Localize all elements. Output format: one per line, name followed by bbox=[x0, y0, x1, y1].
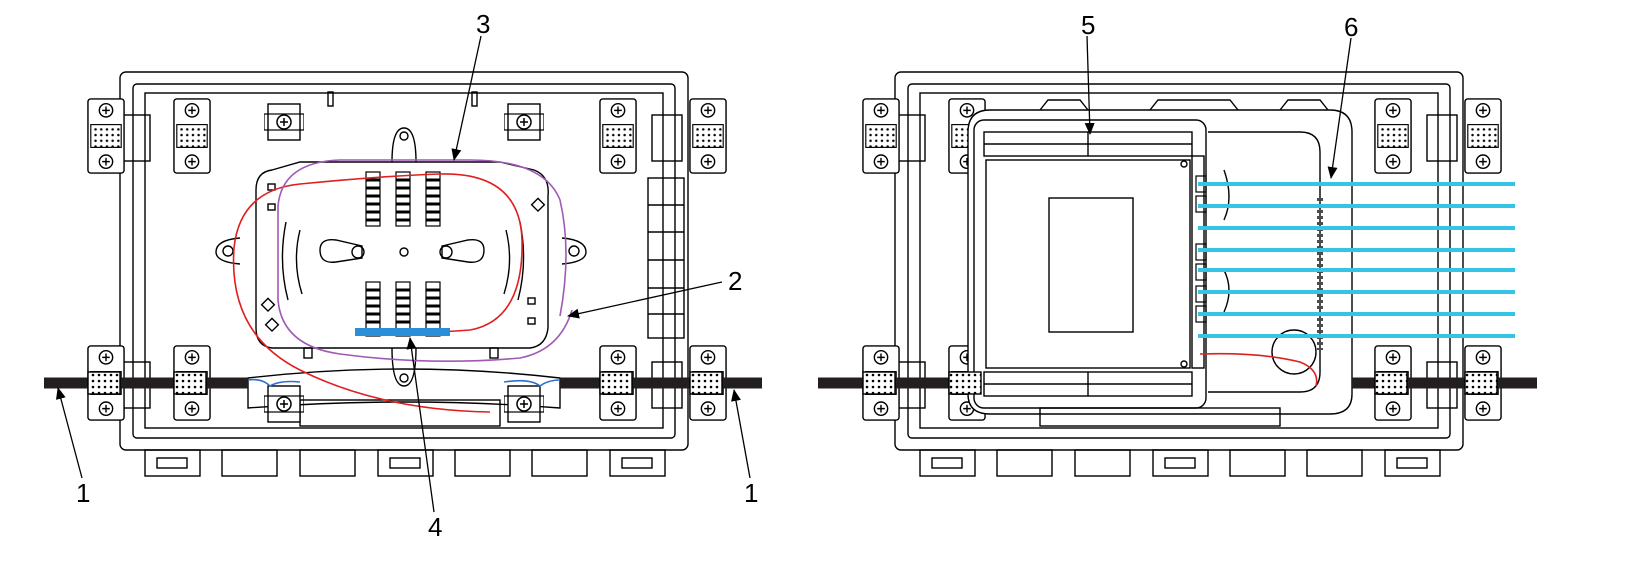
right-bottom-tabs bbox=[919, 449, 1441, 477]
left-fibers bbox=[232, 159, 573, 413]
adapter-fiber-lines bbox=[1198, 182, 1515, 338]
splice-sleeve bbox=[355, 328, 450, 336]
callout-2: 2 bbox=[728, 266, 742, 296]
fiber-red bbox=[232, 173, 523, 413]
callout-3: 3 bbox=[476, 9, 490, 39]
splice-cassette bbox=[973, 119, 1207, 409]
right-closure-view bbox=[863, 71, 1501, 477]
callout-1-left: 1 bbox=[76, 478, 90, 508]
right-base-plate bbox=[919, 92, 1439, 429]
callout-leaders bbox=[56, 35, 1352, 513]
callout-6: 6 bbox=[1344, 12, 1358, 42]
fiber-purple bbox=[277, 159, 573, 362]
splice-holders bbox=[365, 171, 441, 337]
fiber-blue-right bbox=[503, 379, 561, 388]
splice-tray bbox=[215, 127, 587, 387]
left-side-guide bbox=[647, 177, 685, 339]
fiber-red-right bbox=[1199, 352, 1318, 387]
fiber-blue-left bbox=[247, 378, 301, 388]
cassette-label-area bbox=[1048, 197, 1134, 333]
callout-4: 4 bbox=[428, 512, 442, 542]
callout-5: 5 bbox=[1081, 10, 1095, 40]
left-closure-view bbox=[88, 71, 726, 477]
left-bottom-tabs bbox=[144, 449, 666, 477]
callout-1-right: 1 bbox=[744, 478, 758, 508]
right-housing-inner bbox=[907, 83, 1451, 439]
left-housing-inner bbox=[132, 83, 676, 439]
